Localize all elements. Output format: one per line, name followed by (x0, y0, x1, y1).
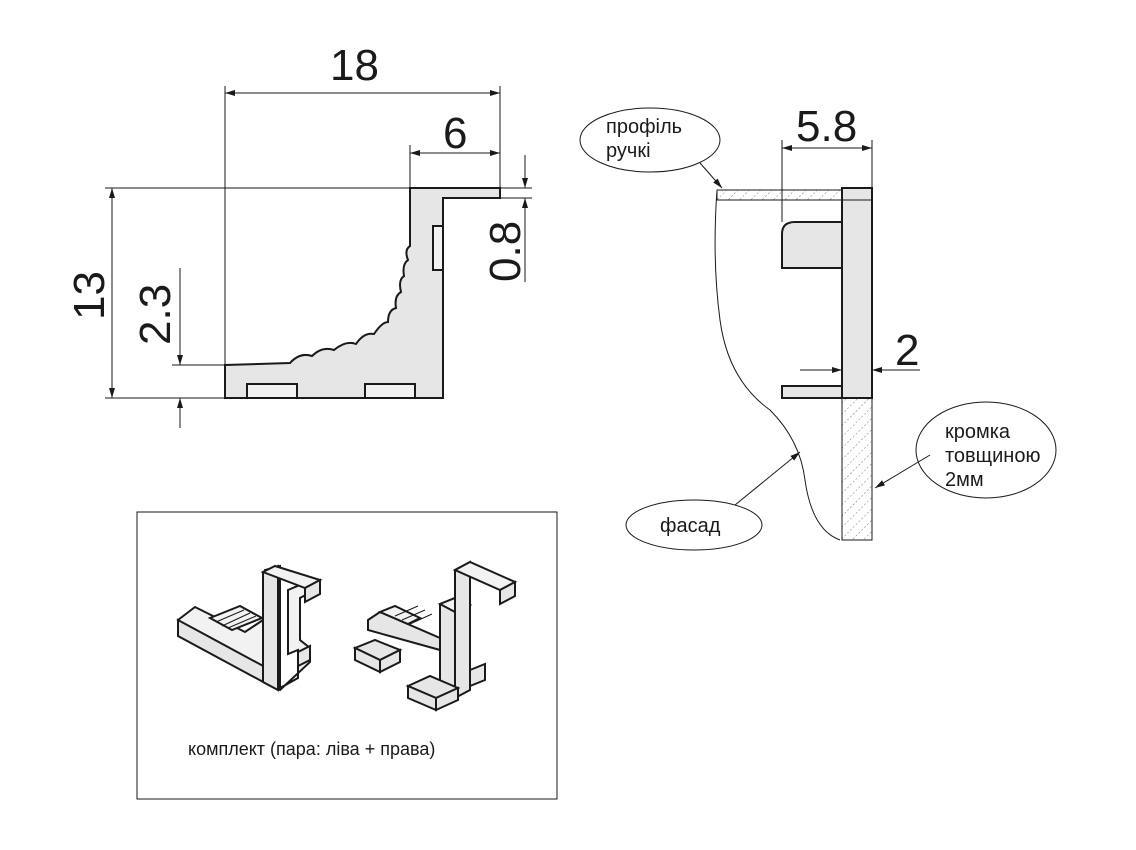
dim-profile-width: 5.8 (796, 102, 857, 151)
callout-profile-bubble (579, 107, 721, 173)
callout-edge-leader (874, 454, 931, 489)
label-profile-line1: профіль (606, 116, 682, 138)
label-edge-line1: кромка (945, 421, 1011, 443)
callout-edge-bubble (915, 401, 1057, 499)
handle-profile-section (716, 189, 843, 201)
corner-part-section (841, 187, 873, 399)
facade-outline (714, 189, 841, 541)
callout-facade-leader (734, 451, 801, 506)
callout-profile-leader (699, 162, 723, 189)
part-foot (781, 385, 843, 399)
callout-facade-bubble (625, 499, 763, 551)
base-slot-left (246, 383, 298, 399)
dim-height-total: 13 (65, 271, 114, 320)
label-facade: фасад (660, 515, 721, 537)
edge-band (841, 397, 873, 541)
label-edge-line3: 2мм (945, 469, 984, 491)
assembly-section-view: 5.8 2 профіль ручкі фасад кромка товщино… (579, 102, 1057, 551)
dim-height-base: 2.3 (131, 284, 180, 345)
dim-width-total: 18 (330, 41, 379, 90)
clip-tab (432, 225, 444, 271)
dim-width-top: 6 (443, 109, 467, 158)
part-clip (781, 221, 843, 269)
label-profile-line2: ручкі (606, 140, 651, 162)
label-edge-line2: товщиною (945, 445, 1040, 467)
kit-caption: комплект (пара: ліва + права) (188, 739, 435, 759)
kit-piece-right (352, 560, 518, 712)
dim-thickness: 0.8 (481, 221, 530, 282)
corner-profile-view: 18 6 13 2.3 0.8 (65, 41, 532, 428)
dim-gap: 2 (895, 326, 919, 375)
kit-box: комплект (пара: ліва + права) (136, 511, 558, 800)
kit-piece-left (176, 564, 323, 692)
kit-frame (136, 511, 558, 800)
corner-part-profile (224, 187, 501, 399)
base-slot-right (364, 383, 416, 399)
